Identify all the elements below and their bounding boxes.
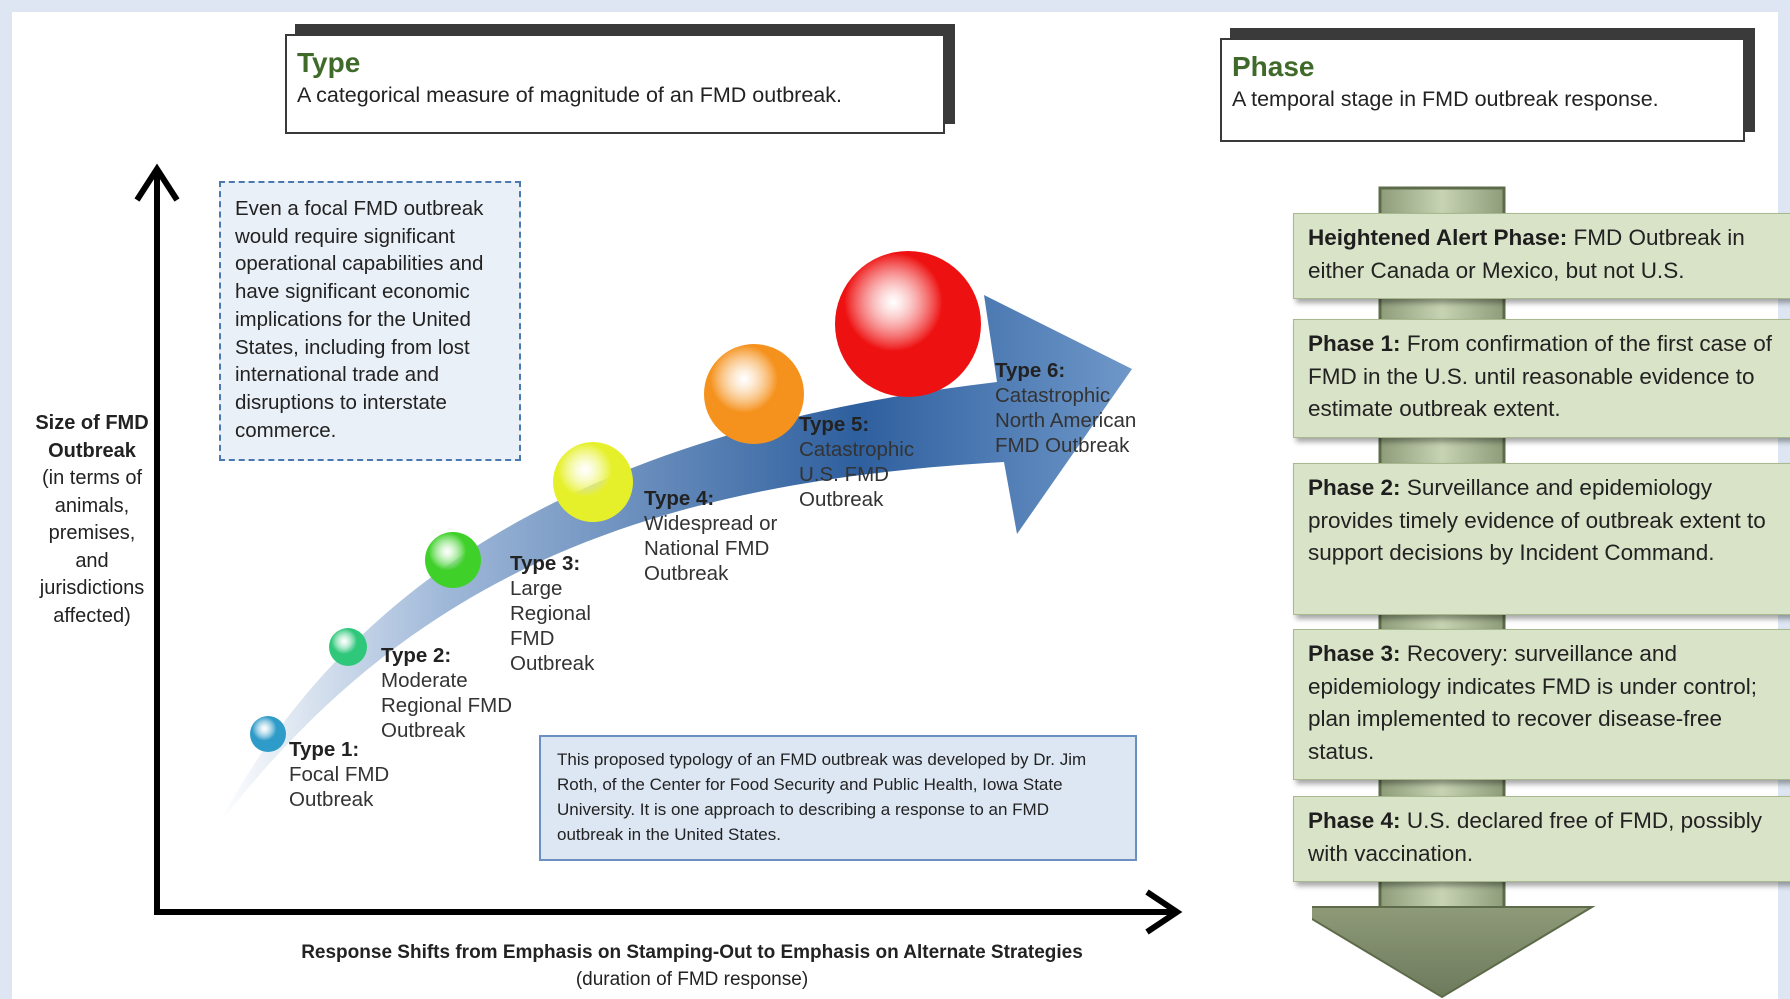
phase-4-name: Phase 4: [1308, 808, 1401, 833]
phase-arrow-head [1312, 906, 1596, 999]
phase-1: Phase 1: From confirmation of the first … [1293, 319, 1790, 438]
type-header-title: Type [297, 47, 361, 78]
growth-arrow [217, 295, 1132, 827]
y-axis-label-line5: premises, [48, 522, 136, 544]
phase-4: Phase 4: U.S. declared free of FMD, poss… [1293, 796, 1790, 882]
diagram-canvas: Type A categorical measure of magnitude … [12, 12, 1790, 999]
type-1-circle [250, 716, 286, 752]
type-3-circle [425, 532, 481, 588]
phase-2-name: Phase 2: [1308, 475, 1401, 500]
type-2-circle [329, 628, 367, 666]
phase-header-box: Phase A temporal stage in FMD outbreak r… [1220, 38, 1745, 142]
type-1-name: Type 1: [289, 738, 360, 761]
phase-2-text: Surveillance and epidemiology provides t… [1308, 475, 1766, 565]
type-5-line2: U.S. FMD [799, 463, 889, 486]
type-2-line1: Moderate [381, 669, 468, 692]
type-4-circle [553, 442, 633, 522]
type-6-name: Type 6: [995, 359, 1066, 382]
phase-3-text: Recovery: surveillance and epidemiology … [1308, 641, 1757, 764]
phase-heightened-alert-text: FMD Outbreak in either Canada or Mexico,… [1308, 225, 1745, 283]
x-axis-subtitle: (duration of FMD response) [575, 969, 809, 990]
type-5-name: Type 5: [799, 413, 870, 436]
type-5-circle [704, 344, 804, 444]
type-4-line3: Outbreak [644, 562, 729, 585]
x-axis-title: Response Shifts from Emphasis on Stampin… [301, 942, 1083, 963]
y-axis-label-line1: Size of FMD [35, 412, 149, 434]
type-3-name: Type 3: [510, 552, 581, 575]
type-4-line1: Widespread or [644, 512, 778, 535]
type-2-name: Type 2: [381, 644, 452, 667]
phase-heightened-alert-name: Heightened Alert Phase: [1308, 225, 1568, 250]
phase-4-text: U.S. declared free of FMD, possibly with… [1308, 808, 1762, 866]
type-header-description: A categorical measure of magnitude of an… [297, 83, 842, 107]
type-4-line2: National FMD [644, 537, 770, 560]
source-note: This proposed typology of an FMD outbrea… [539, 735, 1137, 861]
phase-heightened-alert: Heightened Alert Phase: FMD Outbreak in … [1293, 213, 1790, 299]
y-axis-arrowhead [134, 163, 180, 202]
type-1-line2: Outbreak [289, 788, 374, 811]
type-6-line1: Catastrophic [995, 384, 1111, 407]
type-6-line3: FMD Outbreak [995, 434, 1130, 457]
y-axis-label: Size of FMD Outbreak (in terms of animal… [17, 410, 167, 630]
phase-3-name: Phase 3: [1308, 641, 1401, 666]
type-3-line3: FMD [510, 627, 555, 650]
focal-outbreak-note: Even a focal FMD outbreak would require … [219, 181, 521, 461]
phase-1-name: Phase 1: [1308, 331, 1401, 356]
phase-1-text: From confirmation of the first case of F… [1308, 331, 1772, 421]
phase-2: Phase 2: Surveillance and epidemiology p… [1293, 463, 1790, 615]
y-axis-label-line4: animals, [54, 494, 130, 517]
type-2-line3: Outbreak [381, 719, 466, 742]
y-axis-label-line8: affected) [53, 604, 131, 627]
x-axis-arrowhead [1145, 889, 1183, 935]
y-axis-label-line7: jurisdictions [39, 577, 145, 599]
type-label-1: Type 1: Focal FMD Outbreak [289, 737, 389, 812]
type-label-2: Type 2: Moderate Regional FMD Outbreak [381, 643, 512, 743]
phase-header-description: A temporal stage in FMD outbreak respons… [1232, 87, 1659, 111]
type-2-line2: Regional FMD [381, 694, 513, 717]
type-label-4: Type 4: Widespread or National FMD Outbr… [644, 486, 777, 586]
phase-header-title: Phase [1232, 51, 1315, 82]
type-label-5: Type 5: Catastrophic U.S. FMD Outbreak [799, 412, 914, 512]
y-axis-label-line6: and [75, 549, 109, 572]
diagram-graphics [134, 163, 1183, 935]
type-6-circle [835, 251, 981, 397]
phase-3: Phase 3: Recovery: surveillance and epid… [1293, 629, 1790, 780]
type-3-line1: Large [510, 577, 563, 600]
type-5-line1: Catastrophic [799, 438, 915, 461]
type-label-6: Type 6: Catastrophic North American FMD … [995, 358, 1136, 458]
type-6-line2: North American [995, 409, 1137, 432]
type-3-line2: Regional [510, 602, 591, 625]
y-axis-label-line3: (in terms of [41, 467, 143, 489]
type-3-line4: Outbreak [510, 652, 595, 675]
type-4-name: Type 4: [644, 487, 715, 510]
type-header-box: Type A categorical measure of magnitude … [285, 34, 945, 134]
type-1-line1: Focal FMD [289, 763, 390, 786]
y-axis-label-line2: Outbreak [48, 439, 136, 462]
type-5-line3: Outbreak [799, 488, 884, 511]
type-label-3: Type 3: Large Regional FMD Outbreak [510, 551, 594, 676]
